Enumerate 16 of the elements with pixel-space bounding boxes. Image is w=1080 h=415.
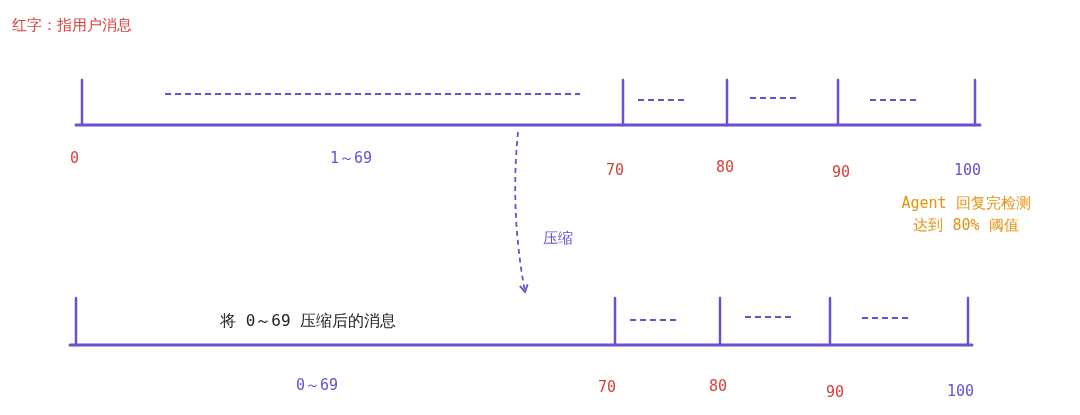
range-label: 0～69 bbox=[296, 376, 339, 395]
tick-label: 90 bbox=[832, 163, 851, 181]
tick-label: 80 bbox=[709, 377, 728, 395]
tick-label: 80 bbox=[716, 158, 735, 176]
message-text: 将 0～69 压缩后的消息 bbox=[220, 311, 397, 332]
note-text: 红字：指用户消息 bbox=[12, 16, 132, 35]
tick-label: 100 bbox=[954, 161, 982, 179]
range-label: 1～69 bbox=[330, 149, 373, 168]
arrow bbox=[514, 131, 529, 293]
tick-label: 0 bbox=[70, 149, 80, 167]
tick-label: 70 bbox=[606, 161, 625, 179]
tick-label: 100 bbox=[947, 382, 975, 400]
note-text: Agent 回复完检测达到 80% 阈值 bbox=[900, 193, 1032, 236]
tick-label: 90 bbox=[826, 383, 845, 401]
edge-label: 压缩 bbox=[543, 229, 573, 248]
tick-label: 70 bbox=[598, 378, 617, 396]
